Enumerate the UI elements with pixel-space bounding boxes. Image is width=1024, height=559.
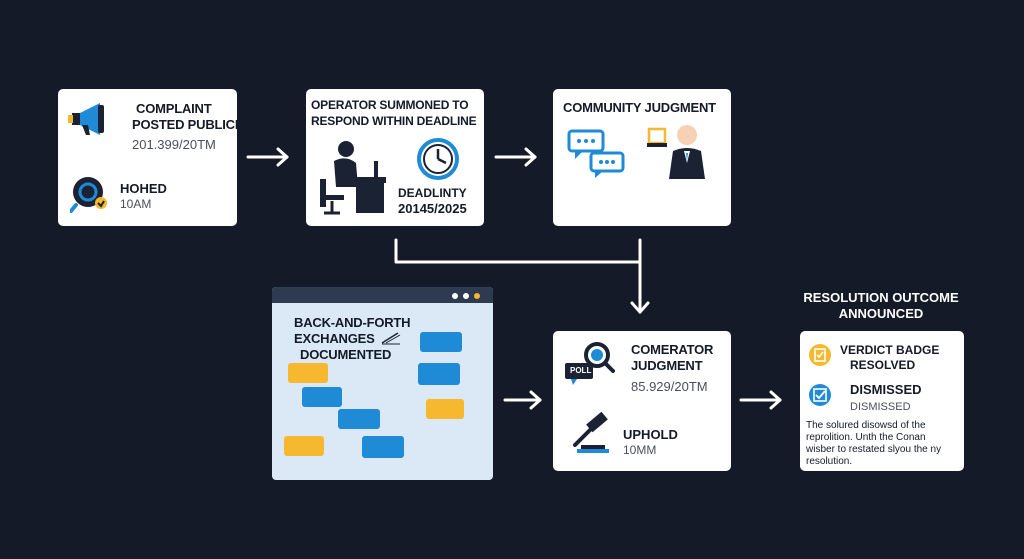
- deadline-date: 20145/2025: [398, 201, 467, 216]
- chat-bubbles-icon: [567, 129, 625, 178]
- resolution-heading-line2: ANNOUNCED: [838, 306, 924, 321]
- poll-label: POLL: [570, 366, 592, 375]
- magnifier-record-icon: [70, 177, 107, 213]
- uphold-label: UPHOLD: [623, 427, 678, 442]
- exchanges-title-line3: DOCUMENTED: [300, 347, 392, 362]
- community-judgment-card: COMMUNITY JUDGMENT: [553, 89, 731, 226]
- megaphone-icon: [68, 103, 104, 135]
- verdict-line2: RESOLVED: [850, 358, 916, 372]
- verdict-badge-icon: [809, 344, 831, 366]
- comerator-code: 85.929/20TM: [631, 379, 708, 394]
- chat-bubble-blue-3: [302, 387, 342, 407]
- comerator-title-line2: JUDGMENT: [631, 358, 703, 373]
- operator-title-line2: RESPOND WITHIN DEADLINE: [311, 114, 477, 128]
- chat-bubble-blue-4: [338, 409, 380, 429]
- chat-bubble-blue-5: [362, 436, 404, 458]
- gavel-icon: [573, 411, 609, 453]
- verdict-line1: VERDICT BADGE: [840, 343, 940, 357]
- complaint-title-line1: COMPLAINT: [136, 101, 212, 116]
- exchanges-title-line1: BACK-AND-FORTH: [294, 315, 411, 330]
- poll-magnifier-icon: [565, 342, 615, 385]
- branch-line-operator: [394, 238, 642, 264]
- comerator-judgment-card: POLL COMERATOR JUDGMENT 85.929/20TM UPHO…: [553, 331, 731, 471]
- community-judgment-title: COMMUNITY JUDGMENT: [563, 100, 716, 115]
- complaint-card: COMPLAINT POSTED PUBLICLY 201.399/20TM H…: [58, 89, 250, 226]
- window-dot-2: [463, 293, 469, 299]
- exchanges-title-line2: EXCHANGES: [294, 331, 375, 346]
- operator-title-line1: OPERATOR SUMMONED TO: [311, 98, 469, 112]
- exchanges-window: BACK-AND-FORTH EXCHANGES DOCUMENTED: [272, 287, 493, 480]
- pencil-note-icon: [381, 332, 401, 345]
- comerator-title-line1: COMERATOR: [631, 342, 714, 357]
- complaint-sub-title: HOHED: [120, 181, 167, 196]
- judge-with-gavel-icon: [647, 125, 705, 179]
- checkbox-icon: [809, 384, 831, 406]
- dismissed-sub: DISMISSED: [850, 401, 911, 413]
- complaint-title-line2: POSTED PUBLICLY: [132, 117, 250, 132]
- chat-bubble-yellow-3: [284, 436, 324, 456]
- uphold-time: 10MM: [623, 443, 657, 457]
- complaint-sub-time: 10AM: [120, 197, 152, 211]
- clock-icon: [417, 138, 459, 180]
- chat-bubble-blue-1: [420, 332, 462, 352]
- window-title-bar: [272, 287, 493, 303]
- resolution-heading-line1: RESOLUTION OUTCOME: [803, 290, 959, 305]
- resolution-card: VERDICT BADGE RESOLVED DISMISSED DISMISS…: [800, 331, 964, 471]
- chat-bubble-yellow-2: [426, 399, 464, 419]
- operator-card: OPERATOR SUMMONED TO RESPOND WITHIN DEAD…: [306, 89, 484, 226]
- complaint-code: 201.399/20TM: [132, 137, 216, 152]
- dismissed-title: DISMISSED: [850, 382, 922, 397]
- window-dot-3: [474, 293, 480, 299]
- person-at-desk-icon: [320, 141, 386, 215]
- chat-bubble-blue-2: [418, 363, 460, 385]
- resolution-description: The solured disowsd of the reprolition. …: [806, 420, 942, 467]
- window-dot-1: [452, 293, 458, 299]
- chat-bubble-yellow-1: [288, 363, 328, 383]
- deadline-label: DEADLINTY: [398, 186, 467, 200]
